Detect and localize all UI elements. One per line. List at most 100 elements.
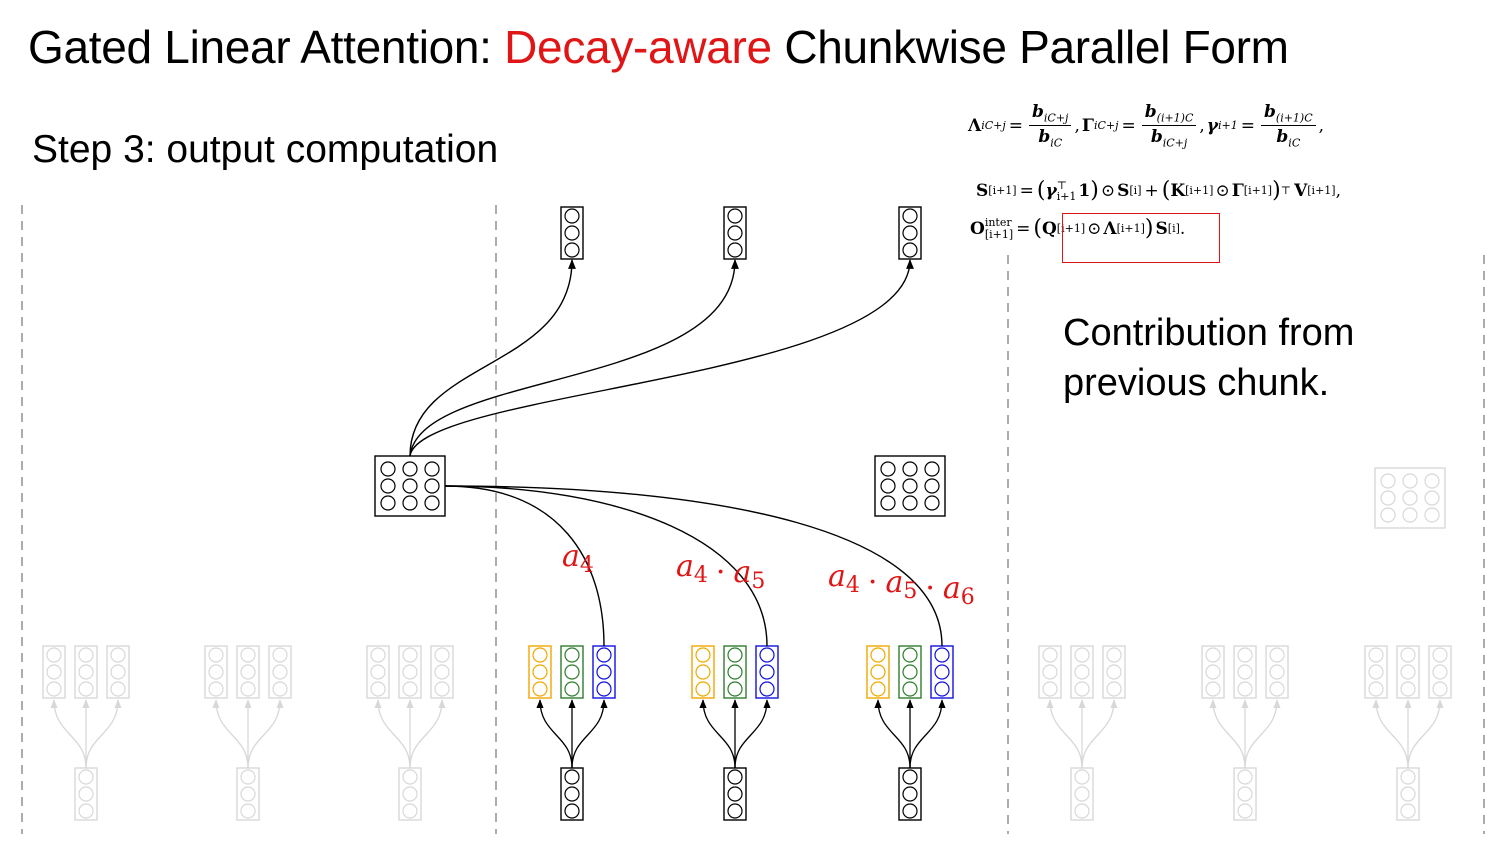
token-circle <box>1205 681 1221 697</box>
token-box <box>930 645 954 699</box>
key-token <box>1070 645 1094 699</box>
token-circle <box>564 208 580 224</box>
key-token <box>74 645 98 699</box>
token-circle <box>759 647 775 663</box>
state-to-output-3 <box>409 259 914 457</box>
matrix-circle <box>1424 490 1440 506</box>
token-circle <box>1042 681 1058 697</box>
faded-token-group <box>1201 645 1289 821</box>
projection-arrow <box>874 699 911 769</box>
token-circle <box>727 208 743 224</box>
value-token <box>930 645 954 699</box>
matrix-circle <box>880 495 896 511</box>
token-circle <box>272 681 288 697</box>
input-token <box>723 767 747 821</box>
matrix-circle <box>1424 507 1440 523</box>
matrix-circle <box>402 461 418 477</box>
projection-arrow <box>1209 699 1246 769</box>
value-token <box>592 645 616 699</box>
token-circle <box>1400 769 1416 785</box>
matrix-circle <box>902 478 918 494</box>
matrix-circle <box>424 461 440 477</box>
token-circle <box>240 681 256 697</box>
token-circle <box>78 664 94 680</box>
token-box <box>1428 645 1452 699</box>
matrix-box <box>374 455 446 517</box>
token-circle <box>208 647 224 663</box>
token-circle <box>727 225 743 241</box>
token-box <box>236 767 260 821</box>
token-circle <box>1269 647 1285 663</box>
token-circle <box>727 681 743 697</box>
matrix-circle <box>924 478 940 494</box>
token-circle <box>1269 664 1285 680</box>
token-box <box>866 645 890 699</box>
query-token <box>866 645 890 699</box>
token-circle <box>902 242 918 258</box>
token-circle <box>1432 681 1448 697</box>
faded-token-group <box>1364 645 1452 821</box>
faded-token-group <box>42 645 130 821</box>
title-suffix: Chunkwise Parallel Form <box>771 21 1289 73</box>
decay-curve-1 <box>444 485 605 647</box>
query-token <box>1364 645 1388 699</box>
token-circle <box>1106 664 1122 680</box>
token-box <box>430 645 454 699</box>
token-circle <box>78 803 94 819</box>
token-circle <box>1042 647 1058 663</box>
gamma-symbol: Γ <box>1081 115 1094 136</box>
token-box <box>1364 645 1388 699</box>
active-token-group <box>691 645 779 821</box>
lambda-symbol: Λ <box>968 115 982 136</box>
query-token <box>204 645 228 699</box>
token-circle <box>1074 769 1090 785</box>
token-circle <box>564 681 580 697</box>
token-circle <box>110 647 126 663</box>
value-token <box>1102 645 1126 699</box>
value-token <box>268 645 292 699</box>
matrix-circle <box>1402 507 1418 523</box>
token-circle <box>727 242 743 258</box>
token-box <box>1233 767 1257 821</box>
projection-arrow <box>212 699 249 769</box>
matrix-circle <box>902 461 918 477</box>
faded-token-group <box>1038 645 1126 821</box>
token-circle <box>434 647 450 663</box>
token-circle <box>272 647 288 663</box>
state-to-output-1 <box>409 259 576 457</box>
token-box <box>723 645 747 699</box>
token-circle <box>902 786 918 802</box>
token-circle <box>759 664 775 680</box>
matrix-circle <box>1402 473 1418 489</box>
token-circle <box>240 786 256 802</box>
note-line-1: Contribution from <box>1063 312 1355 354</box>
token-circle <box>1205 664 1221 680</box>
query-token <box>1201 645 1225 699</box>
token-circle <box>564 786 580 802</box>
query-token <box>528 645 552 699</box>
token-box <box>560 645 584 699</box>
matrix-circle <box>402 478 418 494</box>
matrix-circle <box>1380 473 1396 489</box>
key-token <box>723 645 747 699</box>
token-circle <box>596 647 612 663</box>
token-box <box>1102 645 1126 699</box>
matrix-box <box>874 455 946 517</box>
token-circle <box>564 647 580 663</box>
value-token <box>430 645 454 699</box>
lambda-sub: iC+j <box>981 119 1006 133</box>
token-circle <box>695 681 711 697</box>
token-circle <box>1368 647 1384 663</box>
token-circle <box>727 769 743 785</box>
token-box <box>1201 645 1225 699</box>
matrix-circle <box>380 461 396 477</box>
faded-token-group <box>204 645 292 821</box>
decay-label: a4 <box>562 539 594 578</box>
token-circle <box>46 647 62 663</box>
token-circle <box>272 664 288 680</box>
note-line-2: previous chunk. <box>1063 362 1330 404</box>
faded-chunks <box>42 467 1452 821</box>
